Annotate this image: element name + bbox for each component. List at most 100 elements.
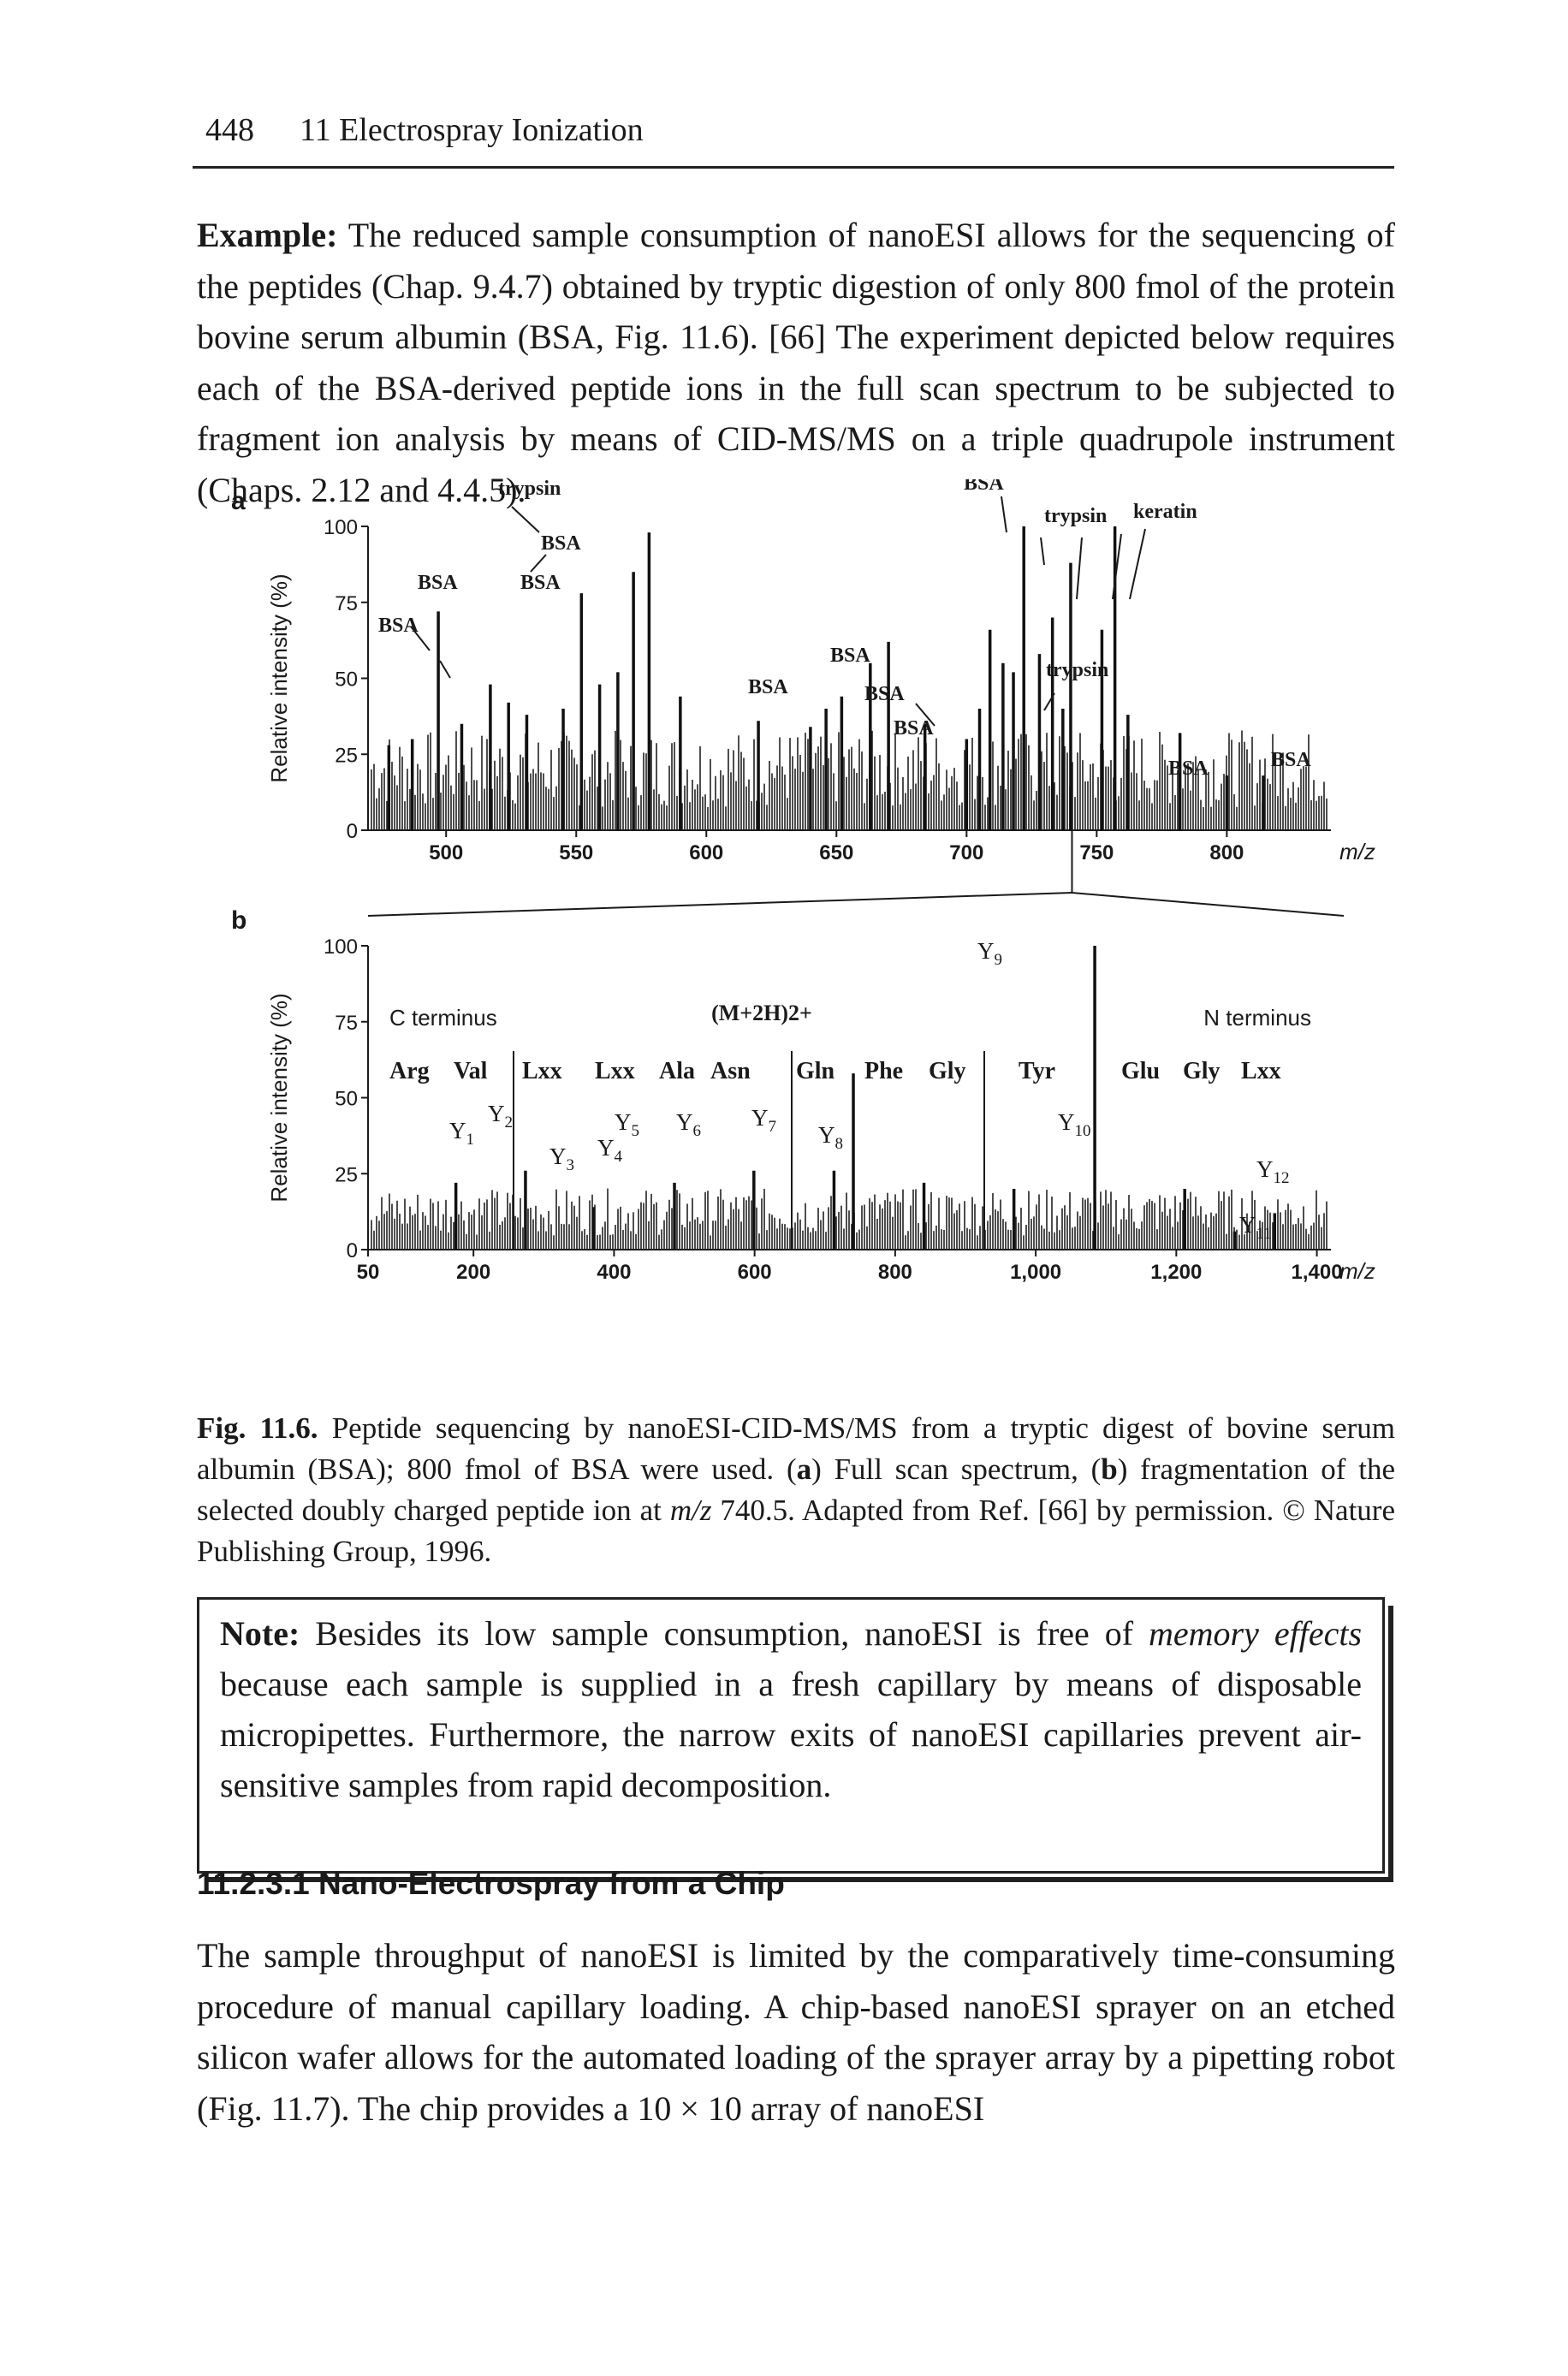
panel-b-xtick-label: 800 <box>878 1261 912 1284</box>
panel-a-xtick-label: 750 <box>1079 841 1114 864</box>
caption-a: a <box>796 1452 812 1486</box>
sequence-residue: Ala <box>659 1058 695 1084</box>
panel-b-ytick-label: 25 <box>335 1163 358 1186</box>
y-ion-label: Y4 <box>597 1135 623 1166</box>
chapter-title: 11 Electrospray Ionization <box>300 112 644 148</box>
caption-text-2: ) Full scan spectrum, ( <box>811 1452 1102 1486</box>
panel-b-xunit: m/z <box>1339 1258 1375 1284</box>
panel-a-xtick-label: 800 <box>1209 841 1244 864</box>
y-ion-label: Y11 <box>1239 1212 1272 1243</box>
sequence-residue: Gly <box>929 1058 966 1084</box>
panel-a-annotation-pointer <box>410 626 431 651</box>
panel-a-ytick-label: 100 <box>324 516 358 539</box>
y-ion-label: Y2 <box>488 1101 513 1132</box>
panel-a-annotation-pointer <box>915 703 935 727</box>
y-ion-label: Y8 <box>818 1122 843 1153</box>
panel-a-annotation-pointer <box>530 554 547 573</box>
panel-a-xtick-label: 700 <box>949 841 983 864</box>
panel-a-annotation: trypsin <box>1046 659 1108 681</box>
panel-a-annotation: BSA <box>520 572 561 594</box>
panel-a-xtick-label: 550 <box>559 841 593 864</box>
note-text-2: because each sample is supplied in a fre… <box>220 1665 1362 1804</box>
page-number: 448 <box>205 112 254 148</box>
figure-caption: Fig. 11.6. Peptide sequencing by nanoESI… <box>197 1408 1395 1572</box>
note-paragraph: Note: Besides its low sample consumption… <box>199 1600 1382 1810</box>
y-ion-label: Y6 <box>676 1109 701 1140</box>
sequence-residue: Gln <box>796 1058 835 1084</box>
sequence-residue: Arg <box>389 1058 430 1084</box>
y-ion-label: Y12 <box>1256 1156 1290 1187</box>
panel-a-annotation-pointer <box>1129 528 1146 600</box>
panel-a-ytick-label: 25 <box>335 744 358 767</box>
example-paragraph: Example: The reduced sample consumption … <box>197 210 1395 515</box>
running-header: 448 11 Electrospray Ionization <box>205 111 1395 149</box>
sequence-residue: Gly <box>1183 1058 1221 1084</box>
y-ion-label: Y10 <box>1058 1109 1091 1140</box>
panel-a-annotation-pointer <box>1112 533 1122 600</box>
caption-mz: m/z <box>669 1494 712 1527</box>
precursor-label: (M+2H)2+ <box>711 1001 812 1025</box>
note-emphasis: memory effects <box>1149 1614 1363 1653</box>
panel-a-xtick-label: 500 <box>429 841 463 864</box>
panel-a-annotation: BSA <box>830 644 870 667</box>
example-lead: Example: <box>197 216 338 254</box>
zoom-connector <box>1072 892 1345 917</box>
panel-a-annotation: BSA <box>378 615 419 637</box>
caption-text-1: Peptide sequencing by nanoESI-CID-MS/MS … <box>197 1411 1395 1486</box>
panel-b-xtick-label: 1,400 <box>1292 1261 1343 1284</box>
panel-b: b <box>231 906 246 935</box>
panel-b-xtick-label: 200 <box>456 1261 490 1284</box>
n-terminus-label: N terminus <box>1203 1005 1311 1031</box>
panel-a-annotation: BSA <box>1168 757 1209 780</box>
panel-a-annotation: BSA <box>1271 749 1311 771</box>
y-ion-label: Y9 <box>977 938 1002 969</box>
panel-a-ylabel: Relative intensity (%) <box>266 573 292 782</box>
panel-a-ytick-label: 50 <box>335 668 358 692</box>
panel-a-annotation-pointer <box>1043 692 1055 711</box>
panel-b-ytick-label: 50 <box>335 1088 358 1111</box>
panel-a-annotation: BSA <box>864 683 905 705</box>
panel-a-annotation-pointer <box>1001 496 1007 533</box>
sequence-residue: Phe <box>864 1058 903 1084</box>
caption-text-3: ) fragmentation of the selected doubly c… <box>197 1452 1395 1527</box>
sequence-residue: Val <box>454 1058 488 1084</box>
panel-b-ytick-label: 0 <box>347 1239 358 1262</box>
note-box: Note: Besides its low sample consumption… <box>197 1597 1385 1874</box>
panel-a-annotation-pointer <box>1040 537 1045 566</box>
panel-a-xunit: m/z <box>1339 839 1375 864</box>
body-text: The sample throughput of nanoESI is limi… <box>197 1936 1395 2128</box>
panel-a-annotation: BSA <box>964 479 1004 495</box>
y-ion-label: Y5 <box>615 1109 639 1140</box>
note-text-1: Besides its low sample consumption, nano… <box>315 1614 1149 1653</box>
caption-b: b <box>1101 1452 1118 1486</box>
panel-a: a <box>231 487 246 515</box>
sequence-residue: Lxx <box>595 1058 635 1084</box>
panel-a-annotation: BSA <box>894 717 934 740</box>
panel-a-annotation: BSA <box>748 676 788 698</box>
note-lead: Note: <box>220 1614 300 1653</box>
panel-a-annotation: trypsin <box>498 479 561 500</box>
note-box-shadow <box>205 1606 1393 1882</box>
zoom-connector <box>367 892 1072 917</box>
panel-a-annotation: trypsin <box>1044 505 1107 527</box>
panel-a-annotation-pointer <box>1076 537 1083 600</box>
panel-a-annotation-pointer <box>439 660 451 679</box>
panel-b-ylabel: Relative intensity (%) <box>266 993 292 1202</box>
caption-text-4: 740.5. Adapted from Ref. [66] by permiss… <box>197 1494 1395 1568</box>
panel-a-annotation: BSA <box>541 532 581 555</box>
y-ion-label: Y7 <box>751 1105 776 1136</box>
panel-b-ytick-label: 100 <box>324 936 358 959</box>
panel-a-ytick-label: 75 <box>335 592 358 615</box>
panel-a-annotation: keratin <box>1133 501 1197 523</box>
panel-b-xtick-label: 1,000 <box>1010 1261 1061 1284</box>
panel-a-annotation: BSA <box>418 572 458 594</box>
panel-a-xtick-label: 650 <box>819 841 853 864</box>
sequence-residue: Tyr <box>1019 1058 1055 1084</box>
sequence-residue: Lxx <box>1241 1058 1281 1084</box>
panel-b-xtick-label: 600 <box>738 1261 772 1284</box>
panel-b-xtick-label: 50 <box>357 1261 380 1284</box>
panel-a-ytick-label: 0 <box>347 820 358 843</box>
panel-b-xtick-label: 1,200 <box>1150 1261 1202 1284</box>
